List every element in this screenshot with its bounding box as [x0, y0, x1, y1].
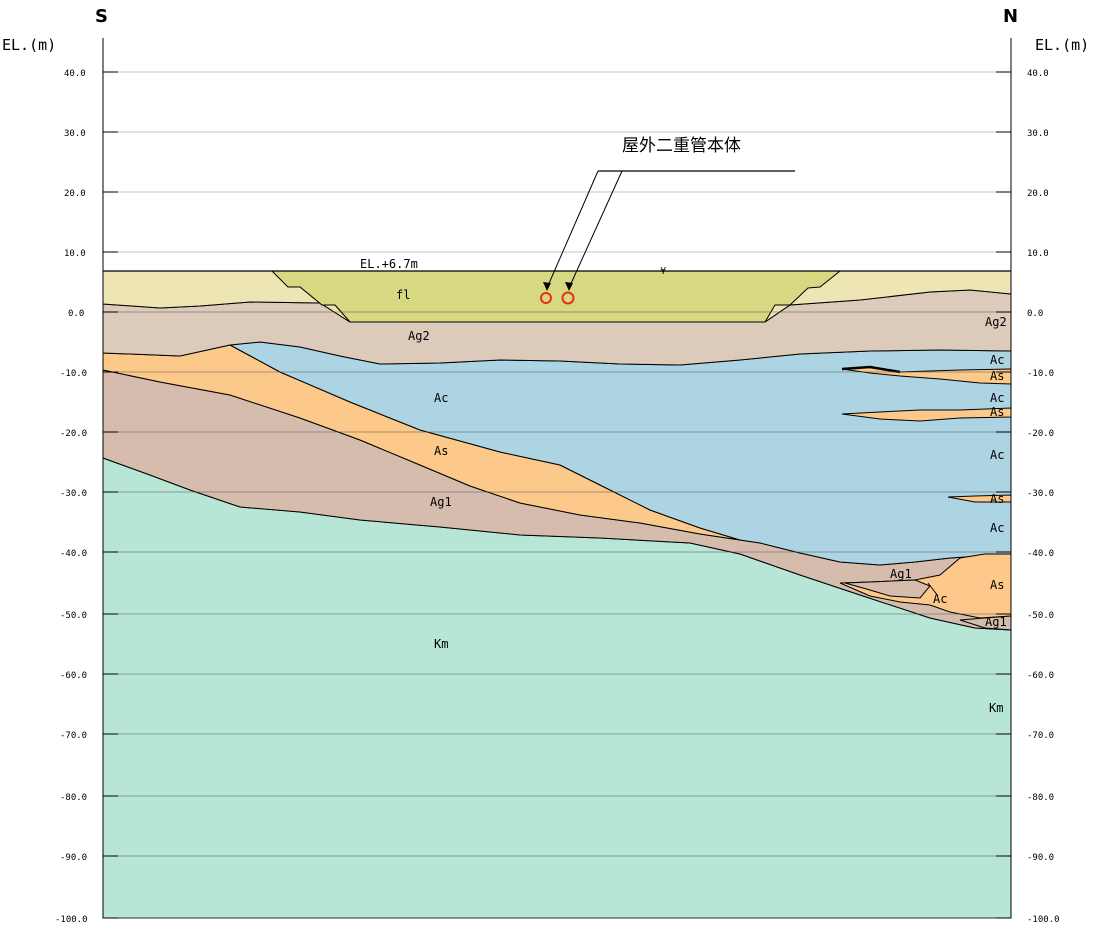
- tick-label: 30.0: [64, 129, 86, 139]
- tick-label: -30.0: [60, 489, 87, 499]
- right-ac-pointer: [927, 582, 939, 597]
- pipe-circle-2: [561, 291, 575, 305]
- lower-grid-lines: [103, 311, 1011, 919]
- left-tick-labels: 40.0 30.0 20.0 10.0 0.0 -10.0 -20.0 -30.…: [55, 69, 88, 925]
- tick-label: -70.0: [1027, 731, 1054, 741]
- tick-label: -20.0: [60, 429, 87, 439]
- tick-label: -20.0: [1027, 429, 1054, 439]
- right-lens-as-2: [841, 407, 1012, 422]
- layer-label-right-ac-3: Ac: [990, 448, 1004, 462]
- tick-marks: [103, 71, 1011, 919]
- tick-label: -60.0: [60, 671, 87, 681]
- fl-step-left: [288, 286, 351, 323]
- layer-label-right-as-2: As: [990, 405, 1004, 419]
- direction-north: N: [1003, 6, 1018, 27]
- layer-label-km: Km: [434, 637, 448, 651]
- layer-label-right-ag1-2: Ag1: [985, 615, 1007, 629]
- layer-label-right-ac-4: Ac: [990, 521, 1004, 535]
- water-level-icon: ¥: [660, 266, 666, 277]
- layer-label-right-as-4: As: [990, 578, 1004, 592]
- pipe-annotation-label: 屋外二重管本体: [622, 136, 741, 156]
- layer-label-ag1: Ag1: [430, 495, 452, 509]
- ground-elevation-label: EL.+6.7m: [360, 257, 418, 271]
- tick-label: -10.0: [60, 369, 87, 379]
- tick-label: 10.0: [64, 249, 86, 259]
- tick-label: 0.0: [68, 309, 84, 319]
- tick-label: -80.0: [1027, 793, 1054, 803]
- layer-label-ag2-right: Ag2: [985, 315, 1007, 329]
- elevation-unit-left: EL.(m): [2, 36, 56, 54]
- tick-label: 20.0: [1027, 189, 1049, 199]
- layer-label-right-ag1-1: Ag1: [890, 567, 912, 581]
- tick-label: -10.0: [1027, 369, 1054, 379]
- tick-label: -80.0: [60, 793, 87, 803]
- tick-label: 20.0: [64, 189, 86, 199]
- tick-label: -60.0: [1027, 671, 1054, 681]
- right-tick-labels: 40.0 30.0 20.0 10.0 0.0 -10.0 -20.0 -30.…: [1027, 69, 1060, 925]
- layer-label-ac: Ac: [434, 391, 448, 405]
- tick-label: -100.0: [55, 915, 88, 925]
- tick-label: -40.0: [1027, 549, 1054, 559]
- right-ag1-lens: [844, 579, 931, 599]
- tick-label: 30.0: [1027, 129, 1049, 139]
- pipe-leader-line-2: [568, 170, 623, 289]
- layer-label-as: As: [434, 444, 448, 458]
- pipe-arrowhead-1: [543, 282, 551, 291]
- pipe-arrowhead-2: [565, 282, 573, 291]
- layer-fl: [270, 270, 842, 323]
- elevation-unit-right: EL.(m): [1035, 36, 1089, 54]
- layer-label-right-as-1: As: [990, 369, 1004, 383]
- layer-label-km-right: Km: [989, 701, 1003, 715]
- layer-label-right-ac-5: Ac: [933, 592, 947, 606]
- tick-label: -100.0: [1027, 915, 1060, 925]
- tick-label: 40.0: [64, 69, 86, 79]
- layer-label-right-ac-1: Ac: [990, 353, 1004, 367]
- tick-label: -90.0: [60, 853, 87, 863]
- tick-label: 40.0: [1027, 69, 1049, 79]
- pipe-circle-1: [540, 292, 552, 304]
- pipe-leader-line-1: [546, 170, 599, 289]
- tick-label: -40.0: [60, 549, 87, 559]
- tick-label: -50.0: [1027, 611, 1054, 621]
- tick-label: 0.0: [1027, 309, 1043, 319]
- right-ag1-bottom: [959, 615, 1012, 631]
- tick-label: -30.0: [1027, 489, 1054, 499]
- layer-label-fl: fl: [396, 288, 410, 302]
- direction-south: S: [95, 6, 108, 27]
- right-lens-edge: [841, 365, 901, 374]
- layer-label-ag2: Ag2: [408, 329, 430, 343]
- upper-grid-lines: [103, 71, 1011, 253]
- layer-label-right-as-3: As: [990, 492, 1004, 506]
- right-lens-as-3: [947, 494, 1012, 503]
- layer-label-right-ac-2: Ac: [990, 391, 1004, 405]
- tick-label: -70.0: [60, 731, 87, 741]
- tick-label: -50.0: [60, 611, 87, 621]
- tick-label: -90.0: [1027, 853, 1054, 863]
- tick-label: 10.0: [1027, 249, 1049, 259]
